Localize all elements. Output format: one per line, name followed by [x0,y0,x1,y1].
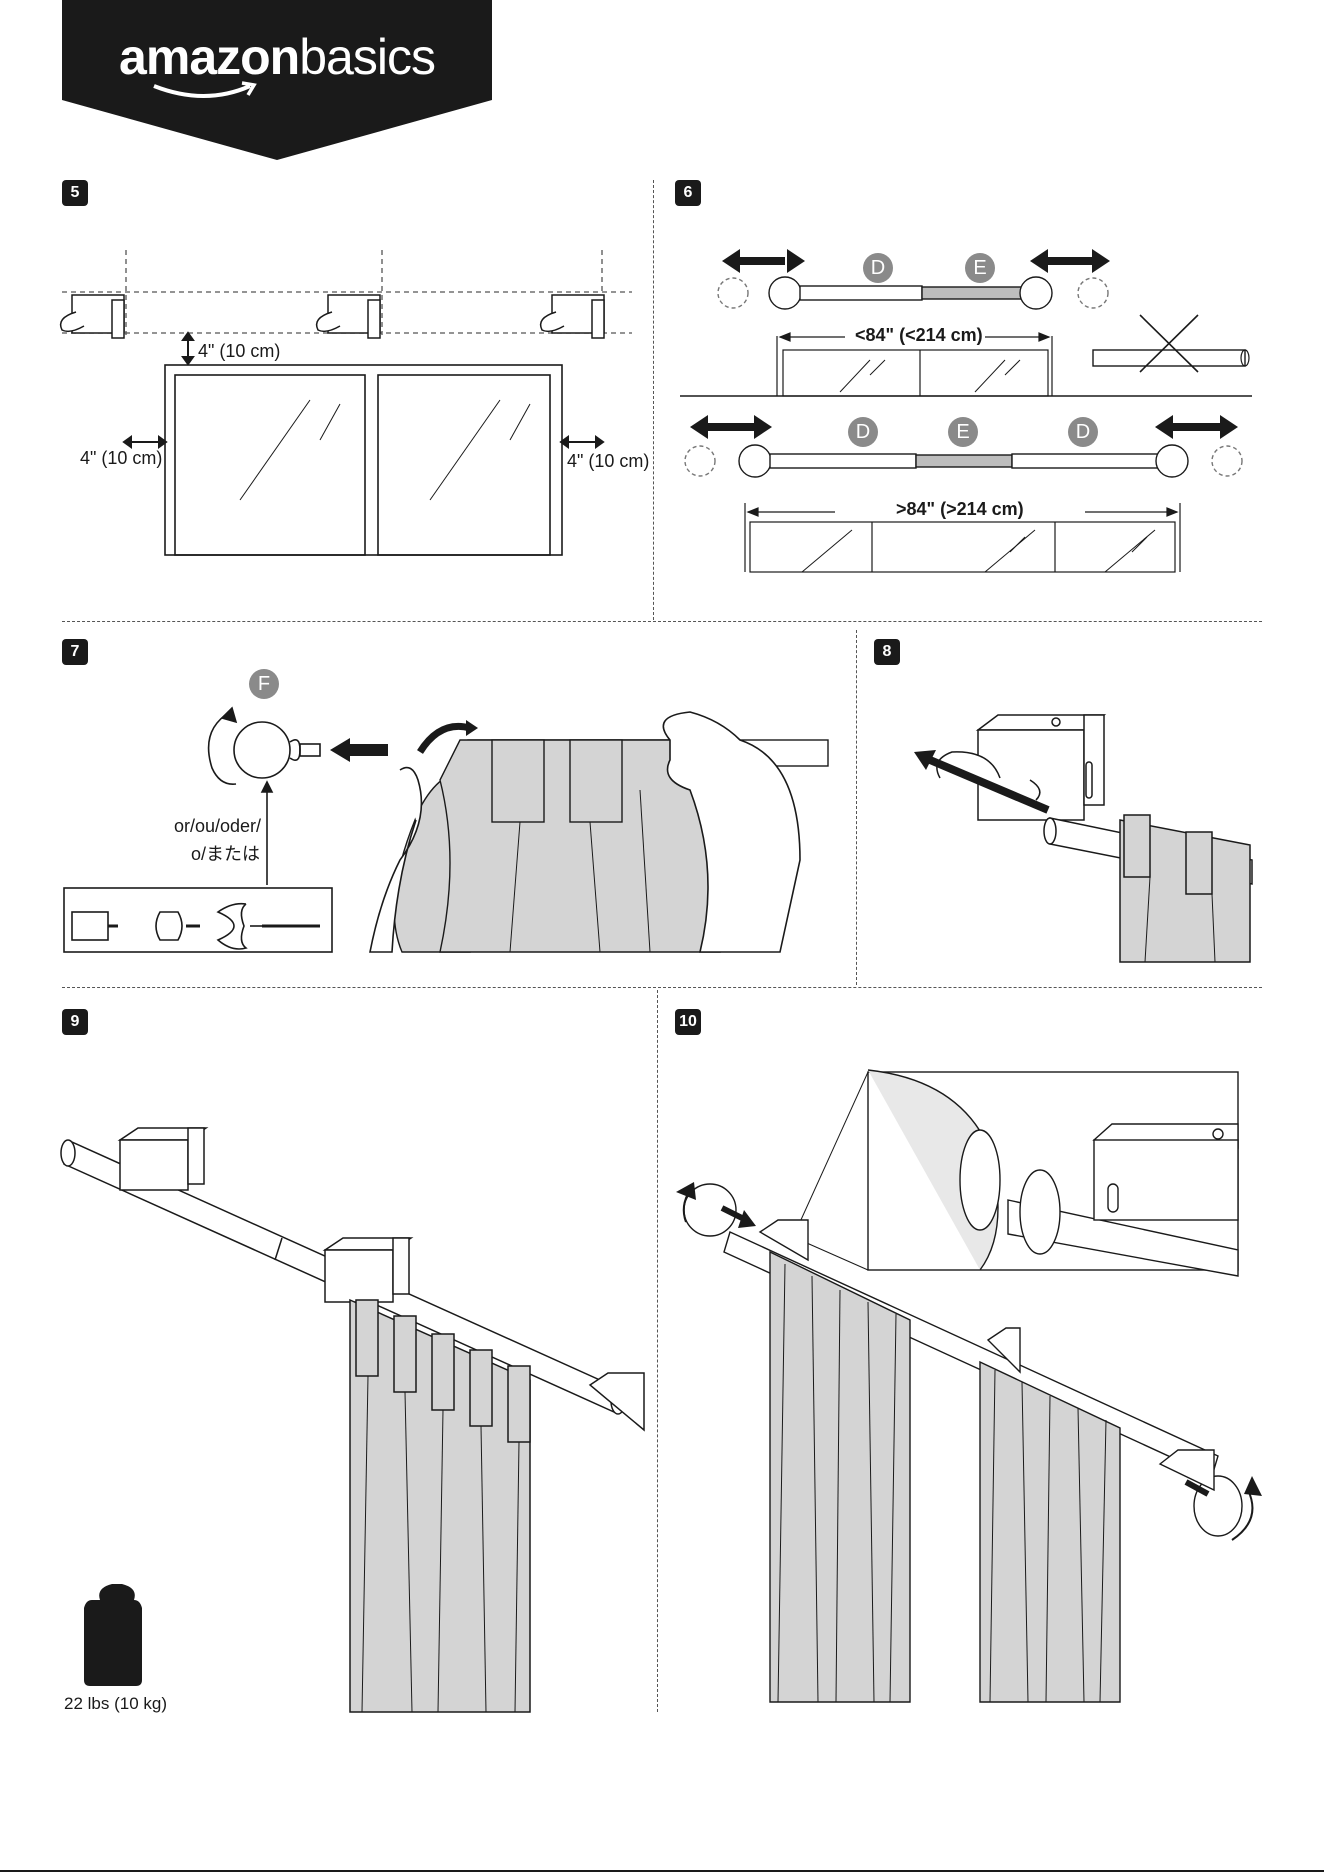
step10-diagram [0,0,1324,1720]
